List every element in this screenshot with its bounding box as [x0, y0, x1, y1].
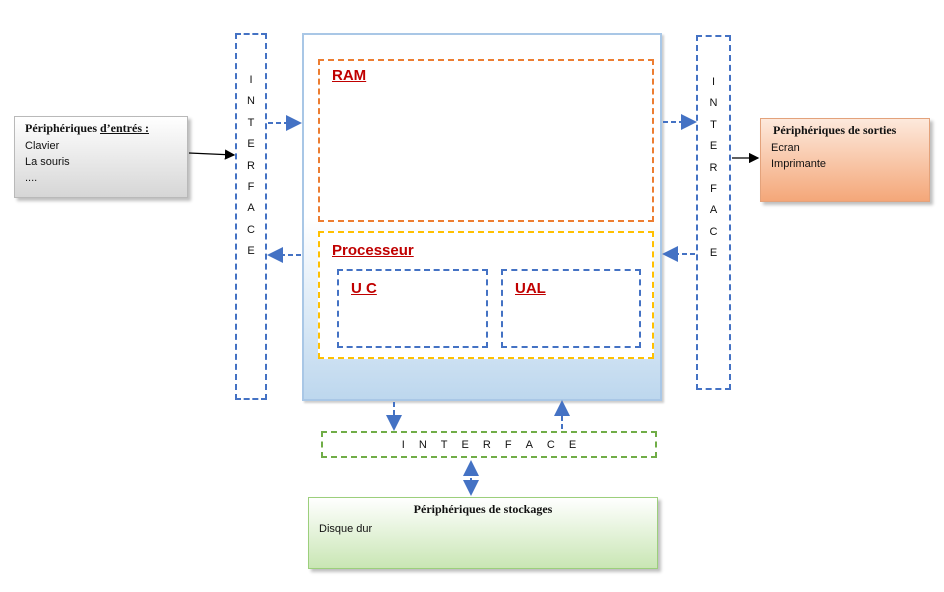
ual-label: UAL [515, 280, 546, 297]
output-peripherals-box: Périphériques de sorties Ecran Imprimant… [760, 118, 930, 202]
output-peripherals-title: Périphériques de sorties [773, 123, 897, 137]
uc-label: U C [351, 280, 377, 297]
input-peripherals-box: Périphériques d’entrés : Clavier La sour… [14, 116, 188, 198]
ram-label: RAM [332, 67, 367, 84]
output-item-screen: Ecran [771, 142, 800, 154]
input-item-keyboard: Clavier [25, 140, 60, 152]
storage-item-hard-disk: Disque dur [319, 523, 373, 535]
alu-block: UAL [501, 269, 641, 348]
input-item-mouse: La souris [25, 156, 70, 168]
control-unit-block: U C [337, 269, 488, 348]
input-item-ellipsis: .... [25, 172, 38, 184]
storage-peripherals-box: Périphériques de stockages Disque dur [308, 497, 658, 569]
arrow-input-to-interface [188, 149, 236, 160]
ram-block: RAM [318, 59, 654, 222]
input-peripherals-title: Périphériques d’entrés : [25, 121, 149, 135]
storage-peripherals-title: Périphériques de stockages [413, 502, 553, 516]
processor-label: Processeur [332, 242, 414, 259]
output-item-printer: Imprimante [771, 158, 827, 170]
